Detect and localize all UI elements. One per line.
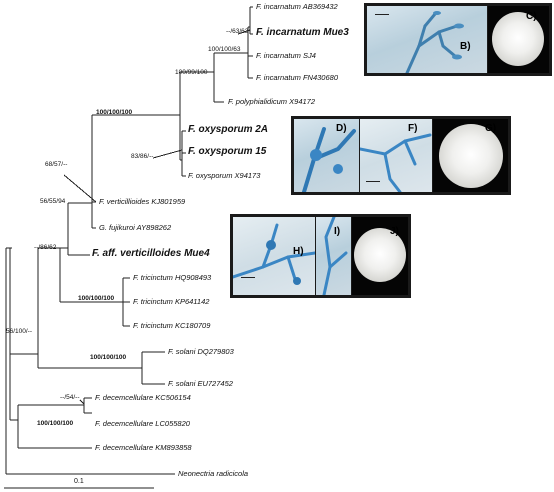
taxon-label: F. tricinctum HQ908493 (133, 273, 212, 282)
panel-label: C) (526, 11, 537, 22)
taxon-label: Neonectria radicicola (178, 469, 249, 478)
support-value: --/86/62 (34, 244, 57, 251)
photo-panel-bottom: H) I) J) (230, 214, 411, 298)
taxon-label: F. decemcellulare KM893858 (95, 443, 192, 452)
support-value: 100/100/100 (37, 420, 74, 427)
taxon-label: F. aff. verticilloides Mue4 (92, 248, 210, 259)
taxon-label: F. incarnatum SJ4 (256, 51, 316, 60)
taxon-label: G. fujikuroi AY898262 (99, 223, 172, 232)
photo-panel-top: B) C) (364, 3, 552, 76)
petri-dish (354, 228, 406, 282)
micro-scale-bar (366, 181, 380, 182)
taxon-label: F. incarnatum Mue3 (256, 27, 349, 38)
taxon-label: F. oxysporum 2A (188, 124, 269, 135)
taxon-label: F. solani EU727452 (168, 379, 233, 388)
micrograph-i: I) (316, 217, 351, 295)
taxon-label: F. decemcellulare KC506154 (95, 393, 191, 402)
panel-label: H) (293, 246, 304, 257)
culture-plate-g: G) (433, 119, 508, 192)
panel-label: G) (485, 123, 497, 134)
taxon-label: F. polyphialidicum X94172 (228, 97, 316, 106)
leader-line (63, 174, 97, 203)
support-value: 100/100/100 (96, 109, 133, 116)
petri-dish (439, 124, 503, 188)
taxon-label: F. incarnatum AB369432 (256, 2, 338, 11)
panel-label: B) (460, 41, 471, 52)
hyphae-illustration (322, 217, 348, 295)
taxon-label: F. decemcellulare LC055820 (95, 419, 190, 428)
micro-scale-bar (375, 14, 389, 15)
leader-line (237, 29, 251, 35)
culture-plate-c: C) (488, 6, 549, 73)
panel-label: J) (390, 226, 399, 237)
support-value: 100/100/63 (208, 46, 241, 53)
support-value: 56/100/-- (6, 328, 33, 335)
taxon-label: F. oxysporum X94173 (188, 171, 261, 180)
panel-label: D) (336, 123, 347, 134)
taxon-label: F. oxysporum 15 (188, 146, 267, 157)
support-value: 100/99/100 (175, 69, 208, 76)
support-value: 83/86/-- (131, 153, 154, 160)
hyphae-illustration (302, 127, 356, 192)
taxon-label: F. verticillioides KJ801959 (99, 197, 186, 206)
taxon-label: F. tricinctum KC180709 (133, 321, 211, 330)
culture-plate-j: J) (352, 217, 408, 295)
hyphae-illustration (405, 11, 464, 73)
taxon-label: F. tricinctum KP641142 (133, 297, 210, 306)
taxon-label: F. incarnatum FN430680 (256, 73, 338, 82)
support-value: --/63/63 (226, 28, 249, 35)
hyphae-illustration (360, 133, 432, 192)
support-value: 100/100/100 (90, 354, 127, 361)
hyphae-illustration (233, 223, 315, 285)
support-value: 100/100/100 (78, 295, 115, 302)
support-value: --/54/-- (60, 394, 80, 401)
micrograph-f: F) (360, 119, 432, 192)
leader-line (79, 399, 85, 405)
taxon-label: F. solani DQ279803 (168, 347, 234, 356)
support-value: 56/55/94 (40, 198, 66, 205)
panel-label: I) (334, 226, 341, 237)
photo-panel-middle: D) F) G) (291, 116, 511, 195)
micrograph-b: B) (367, 6, 487, 73)
micrograph-h: H) (233, 217, 315, 295)
scale-label: 0.1 (74, 478, 84, 485)
leader-line (152, 149, 183, 159)
micro-scale-bar (241, 277, 255, 278)
panel-label: F) (408, 123, 418, 134)
micrograph-d: D) (294, 119, 359, 192)
support-value: 68/57/-- (45, 161, 68, 168)
petri-dish (492, 12, 544, 66)
